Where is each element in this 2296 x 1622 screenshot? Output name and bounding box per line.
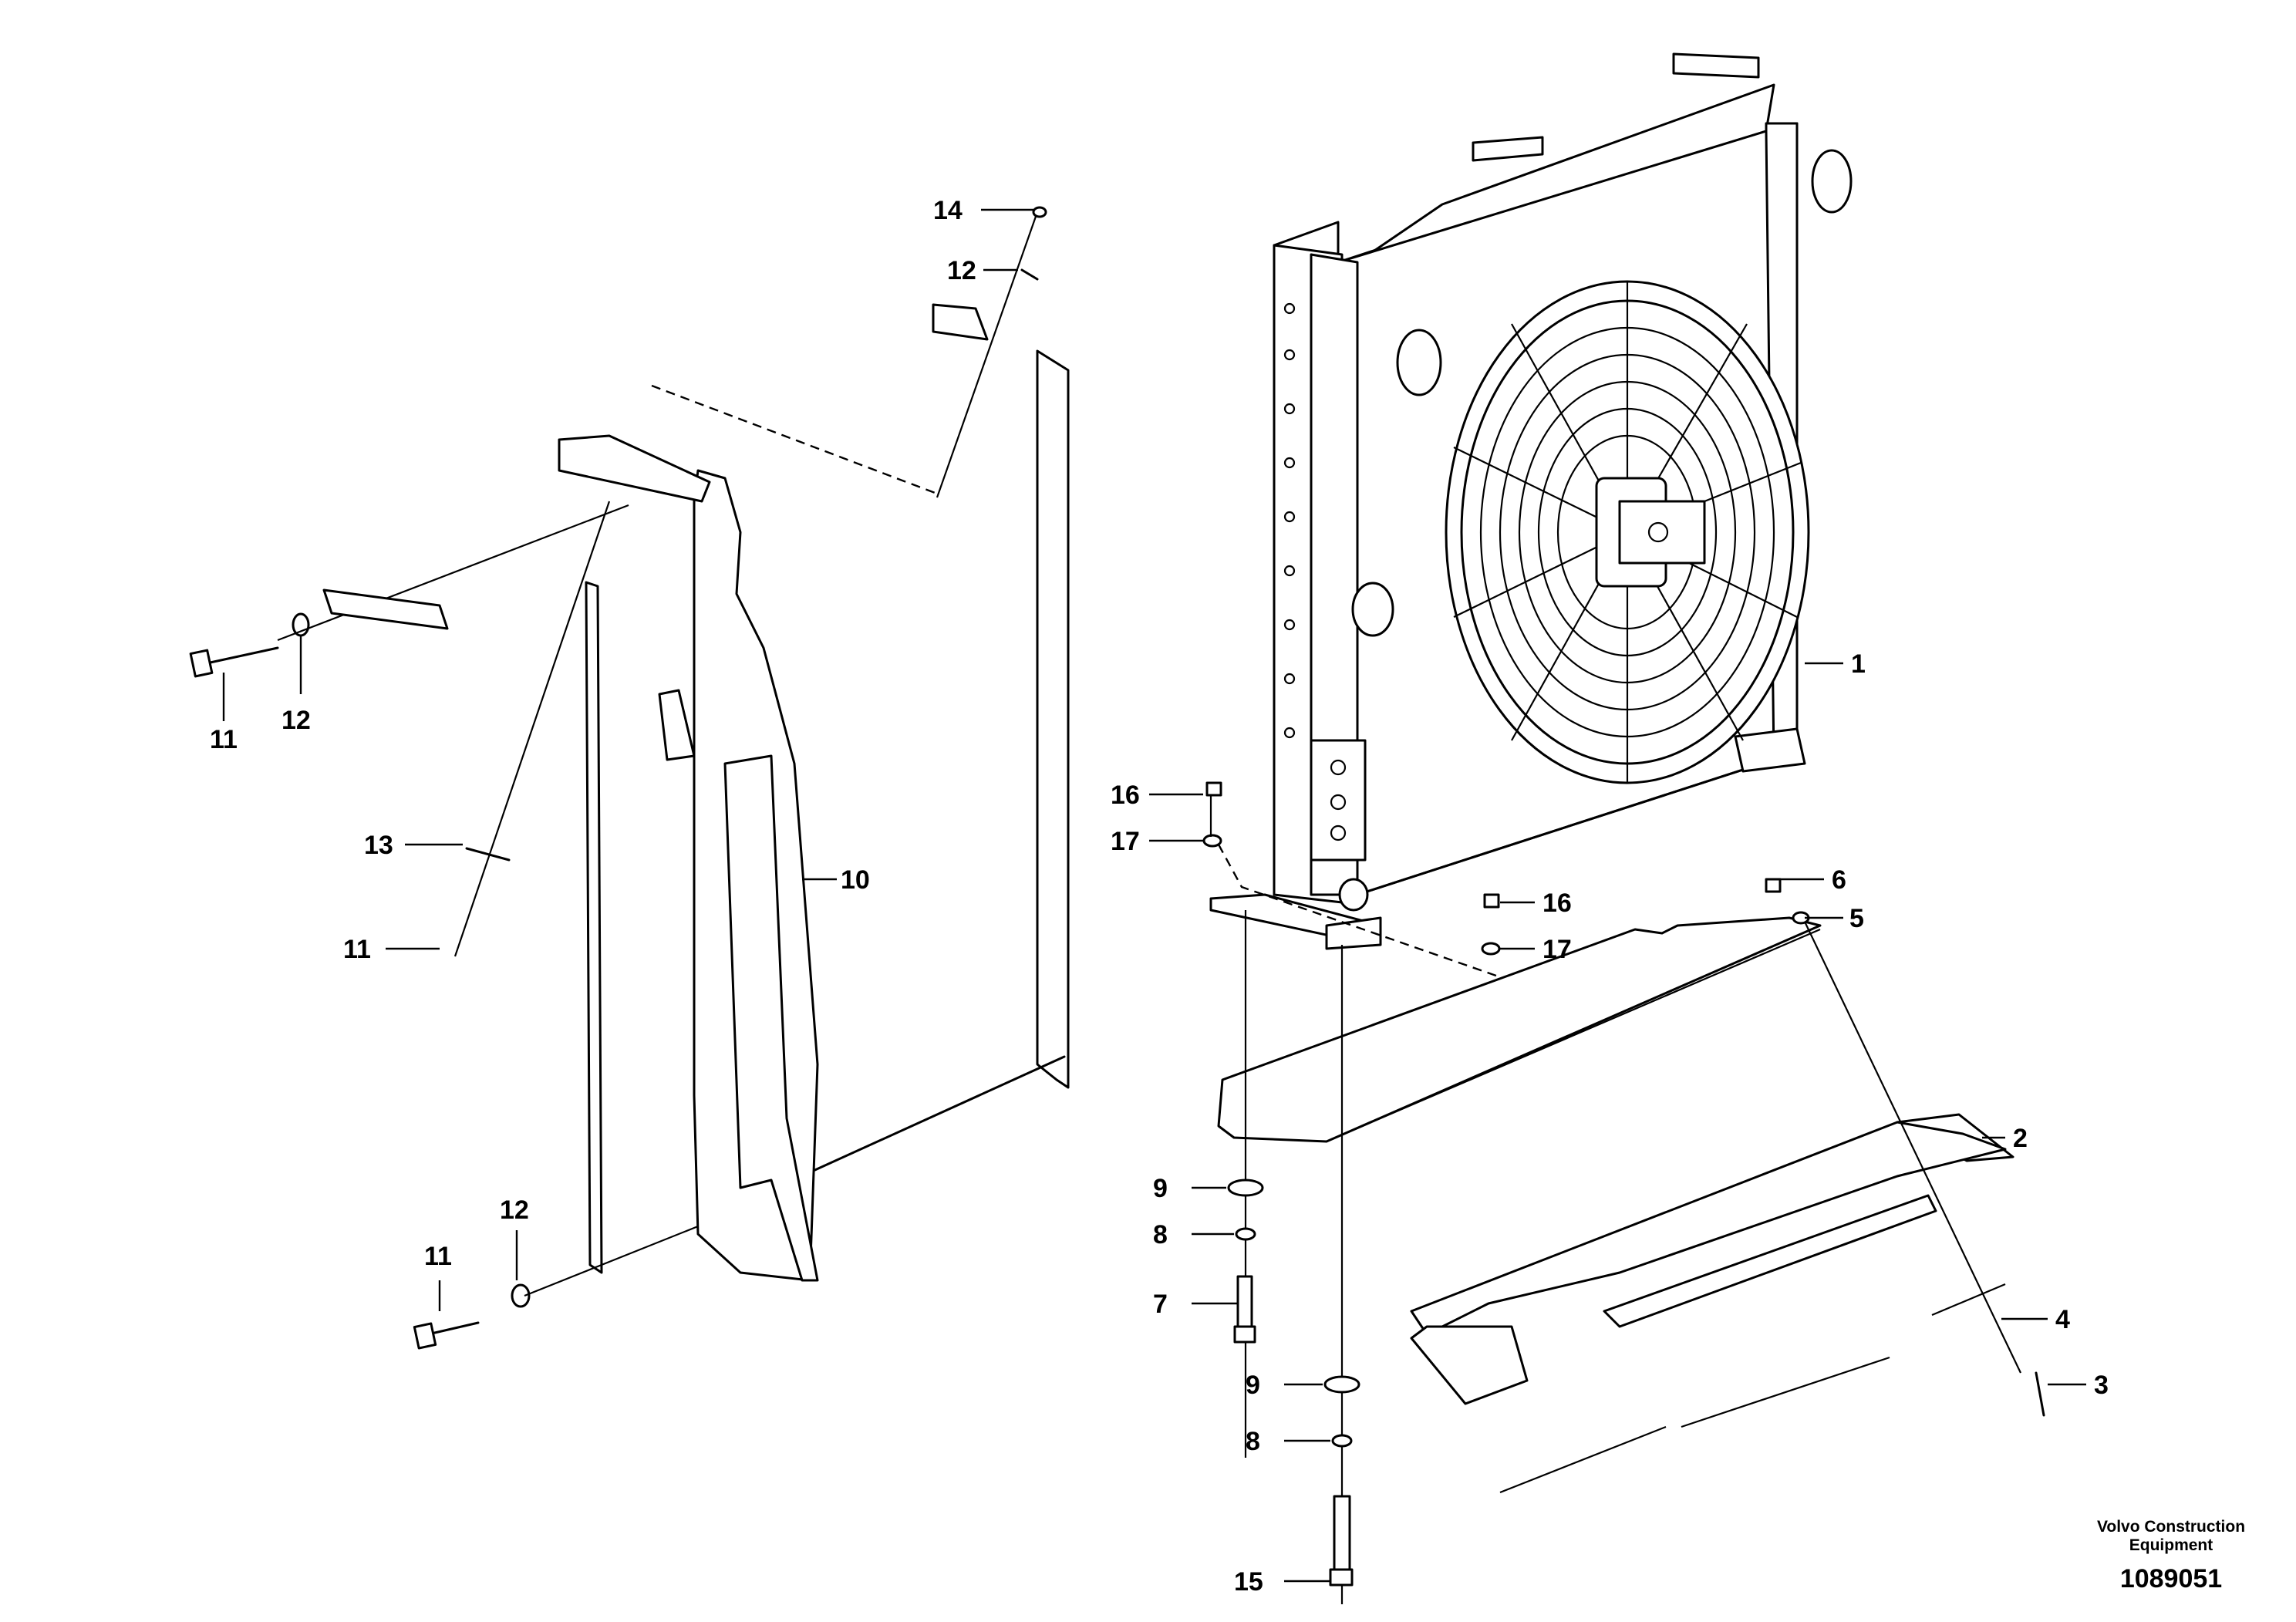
callout-3: 3 [2094, 1371, 2109, 1400]
callout-16-left: 16 [1111, 781, 1140, 810]
callout-12-lower: 12 [500, 1195, 529, 1225]
callout-5: 5 [1849, 904, 1864, 933]
callout-1: 1 [1851, 649, 1866, 679]
callout-12-upper: 12 [282, 706, 311, 735]
callout-17-left: 17 [1111, 827, 1140, 856]
callout-15: 15 [1234, 1567, 1263, 1597]
callout-2: 2 [2013, 1124, 2028, 1153]
brand-line-1: Volvo Construction [2097, 1518, 2245, 1536]
shroud-panel [558, 303, 1070, 1282]
callout-14: 14 [933, 196, 963, 225]
callout-12-top: 12 [947, 256, 976, 285]
callout-11-lower: 11 [424, 1242, 452, 1271]
callout-9-upper: 9 [1153, 1174, 1168, 1203]
radiator-assembly [1209, 52, 1853, 950]
callout-16-right: 16 [1542, 889, 1572, 918]
callout-8-upper: 8 [1153, 1220, 1168, 1249]
callout-4: 4 [2055, 1305, 2070, 1334]
callout-17-right: 17 [1542, 935, 1572, 964]
callout-11-upper: 11 [210, 725, 238, 754]
assembly-dashed-lines [651, 384, 1497, 977]
callout-labels: 1 2 3 4 5 6 7 8 9 9 8 15 16 17 16 17 10 … [210, 196, 2109, 1597]
callout-leaders [222, 208, 2086, 1583]
callout-13: 13 [364, 831, 393, 860]
drawing-number: 1089051 [2120, 1564, 2222, 1593]
brand-line-2: Equipment [2129, 1536, 2213, 1554]
callout-11-middle: 11 [343, 935, 371, 964]
drawing-footer: Volvo Construction Equipment 1089051 [2097, 1518, 2245, 1593]
callout-7: 7 [1153, 1290, 1168, 1319]
callout-9-lower: 9 [1246, 1371, 1260, 1400]
callout-10: 10 [841, 865, 870, 895]
callout-8-lower: 8 [1246, 1427, 1260, 1456]
fasteners [189, 206, 2045, 1604]
lower-shield-2 [1410, 1113, 2014, 1405]
callout-6: 6 [1832, 865, 1846, 895]
bottom-plate [1217, 916, 1822, 1143]
